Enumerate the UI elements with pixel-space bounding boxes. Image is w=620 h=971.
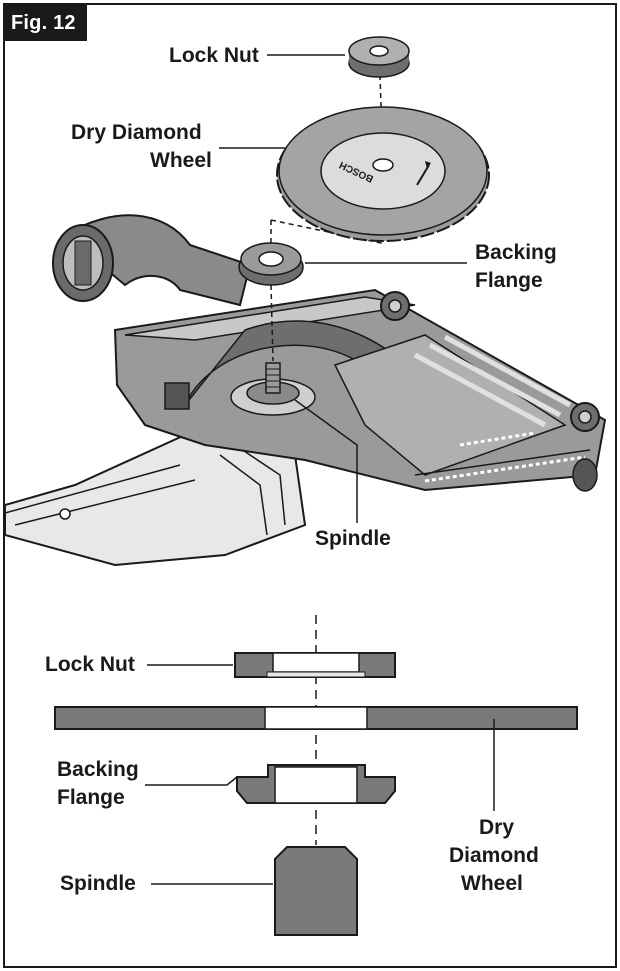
- diamond-wheel-section: [54, 706, 578, 730]
- figure-label: Fig. 12: [5, 5, 87, 41]
- spindle-section: [274, 846, 358, 936]
- backing-flange-label-line2: Flange: [475, 269, 543, 292]
- lock-nut-label: Lock Nut: [169, 44, 259, 67]
- dust-port: [52, 214, 252, 307]
- backing-flange-section: [236, 764, 396, 804]
- grinder-body: [5, 423, 307, 567]
- backing-flange-label-line1: Backing: [475, 241, 557, 264]
- figure-frame: BOSCH Lock Nut Dry Diamond Wheel Backing…: [3, 3, 617, 968]
- lock-nut-part: [348, 36, 410, 78]
- section-spindle-label: Spindle: [60, 872, 136, 895]
- section-wheel-label-line1: Dry: [479, 816, 514, 839]
- section-wheel-label-line2: Diamond: [449, 844, 539, 867]
- wheel-guard: [113, 288, 607, 492]
- section-backing-flange-label-line2: Flange: [57, 786, 125, 809]
- section-lock-nut-label: Lock Nut: [45, 653, 135, 676]
- section-backing-flange-label-line1: Backing: [57, 758, 139, 781]
- spindle-part: [230, 362, 316, 416]
- spindle-leader: [294, 399, 358, 523]
- diamond-wheel-part: BOSCH: [276, 106, 490, 242]
- section-wheel-label-line3: Wheel: [461, 872, 523, 895]
- assembly-diagram: BOSCH Lock Nut Dry Diamond Wheel Backing…: [5, 36, 607, 936]
- backing-flange-part: [238, 242, 304, 286]
- lock-nut-section: [234, 652, 396, 678]
- diamond-wheel-label-line2: Wheel: [150, 149, 212, 172]
- section-backing-flange-leader: [145, 776, 238, 786]
- diamond-wheel-label-line1: Dry Diamond: [71, 121, 202, 144]
- spindle-label: Spindle: [315, 527, 391, 550]
